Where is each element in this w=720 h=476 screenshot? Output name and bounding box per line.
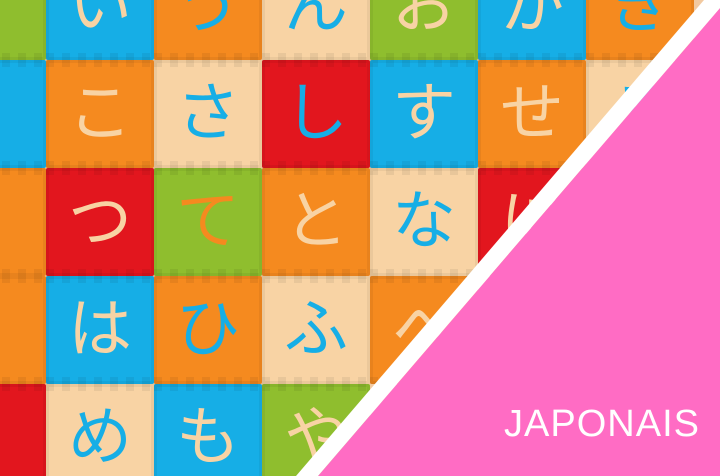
hiragana-tile: こ	[46, 60, 154, 168]
hiragana-tile: か	[478, 0, 586, 60]
hiragana-tile: は	[46, 276, 154, 384]
hiragana-tile: も	[154, 384, 262, 476]
hiragana-tile: し	[262, 60, 370, 168]
hiragana-tile	[0, 0, 46, 60]
hiragana-tile: お	[370, 0, 478, 60]
hiragana-tile: め	[46, 384, 154, 476]
hiragana-tile	[0, 384, 46, 476]
hiragana-tile: つ	[46, 168, 154, 276]
hiragana-tile: さ	[154, 60, 262, 168]
hiragana-tile: な	[370, 168, 478, 276]
hiragana-tile: い	[46, 0, 154, 60]
hiragana-tile: と	[262, 168, 370, 276]
hiragana-tile: ん	[262, 0, 370, 60]
banner-title: JAPONAIS	[504, 403, 700, 445]
hiragana-tile	[0, 60, 46, 168]
hiragana-tile: て	[154, 168, 262, 276]
hiragana-tile: せ	[478, 60, 586, 168]
hiragana-tile	[0, 168, 46, 276]
hiragana-tile: す	[370, 60, 478, 168]
hiragana-tile	[0, 276, 46, 384]
hiragana-tile: ひ	[154, 276, 262, 384]
hiragana-tile: ふ	[262, 276, 370, 384]
hiragana-tile: う	[154, 0, 262, 60]
